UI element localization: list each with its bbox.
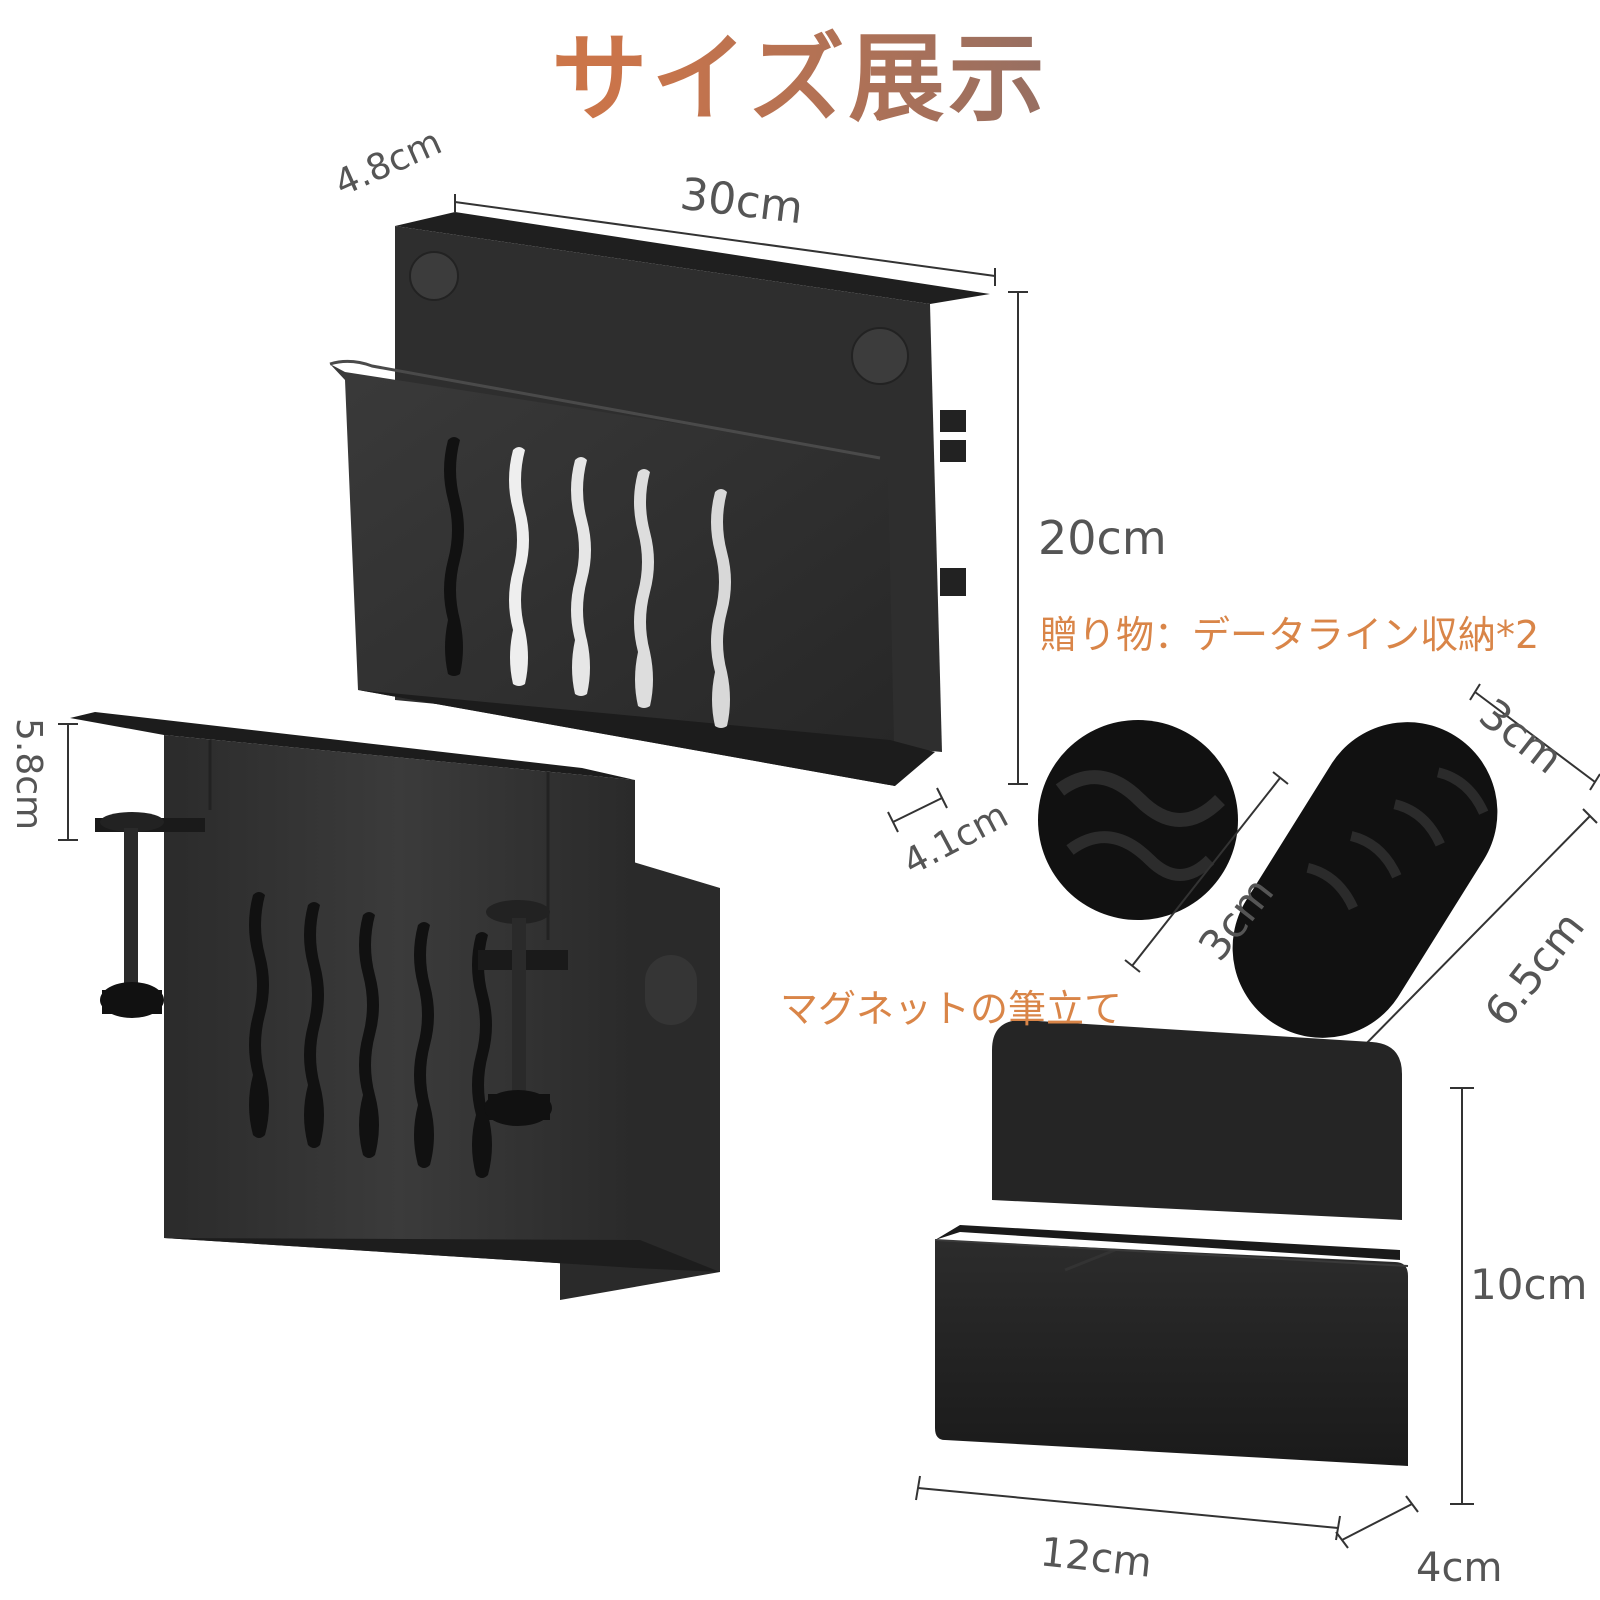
magnet-icon [409, 251, 459, 301]
clamp-bracket-icon [940, 440, 966, 462]
dimension-pen-holder-height: 10cm [1470, 1260, 1588, 1309]
ventilation-slots [249, 892, 492, 1178]
magnet-icon [645, 955, 697, 1025]
organizer-hook-lip [70, 712, 635, 780]
left-clamp-icon [95, 812, 205, 1018]
cable-holder-round-icon [1038, 720, 1238, 920]
dimension-lines-upper [454, 194, 1028, 833]
organizer-front-panel [330, 364, 895, 786]
cable-holder-long-icon [1232, 722, 1498, 1038]
dimension-clamp-depth: 5.8cm [8, 718, 49, 831]
organizer-front-view [329, 212, 990, 786]
organizer-top-lip [395, 212, 990, 304]
clamp-bracket-icon [940, 410, 966, 432]
dimension-lines-pen [915, 1087, 1474, 1549]
right-clamp-icon [478, 900, 568, 1126]
organizer-back-view [70, 712, 720, 1300]
dimension-pen-holder-width: 12cm [1037, 1529, 1154, 1587]
clamp-bracket-icon [940, 568, 966, 596]
pen-holder-icon [934, 1020, 1409, 1466]
organizer-bottom-tray [358, 690, 935, 786]
page-title: サイズ展示 [0, 24, 1600, 134]
organizer-main-plate [164, 735, 635, 1268]
dimension-organizer-height: 20cm [1038, 511, 1167, 565]
gift-label: 贈り物：データライン収納*2 [1040, 613, 1540, 657]
pen-holder-label: マグネットの筆立て [780, 987, 1123, 1031]
magnet-icon [851, 327, 909, 385]
ventilation-slots [444, 437, 731, 728]
dimension-pen-holder-depth: 4cm [1416, 1545, 1503, 1591]
dimension-lines-lower [58, 723, 78, 841]
